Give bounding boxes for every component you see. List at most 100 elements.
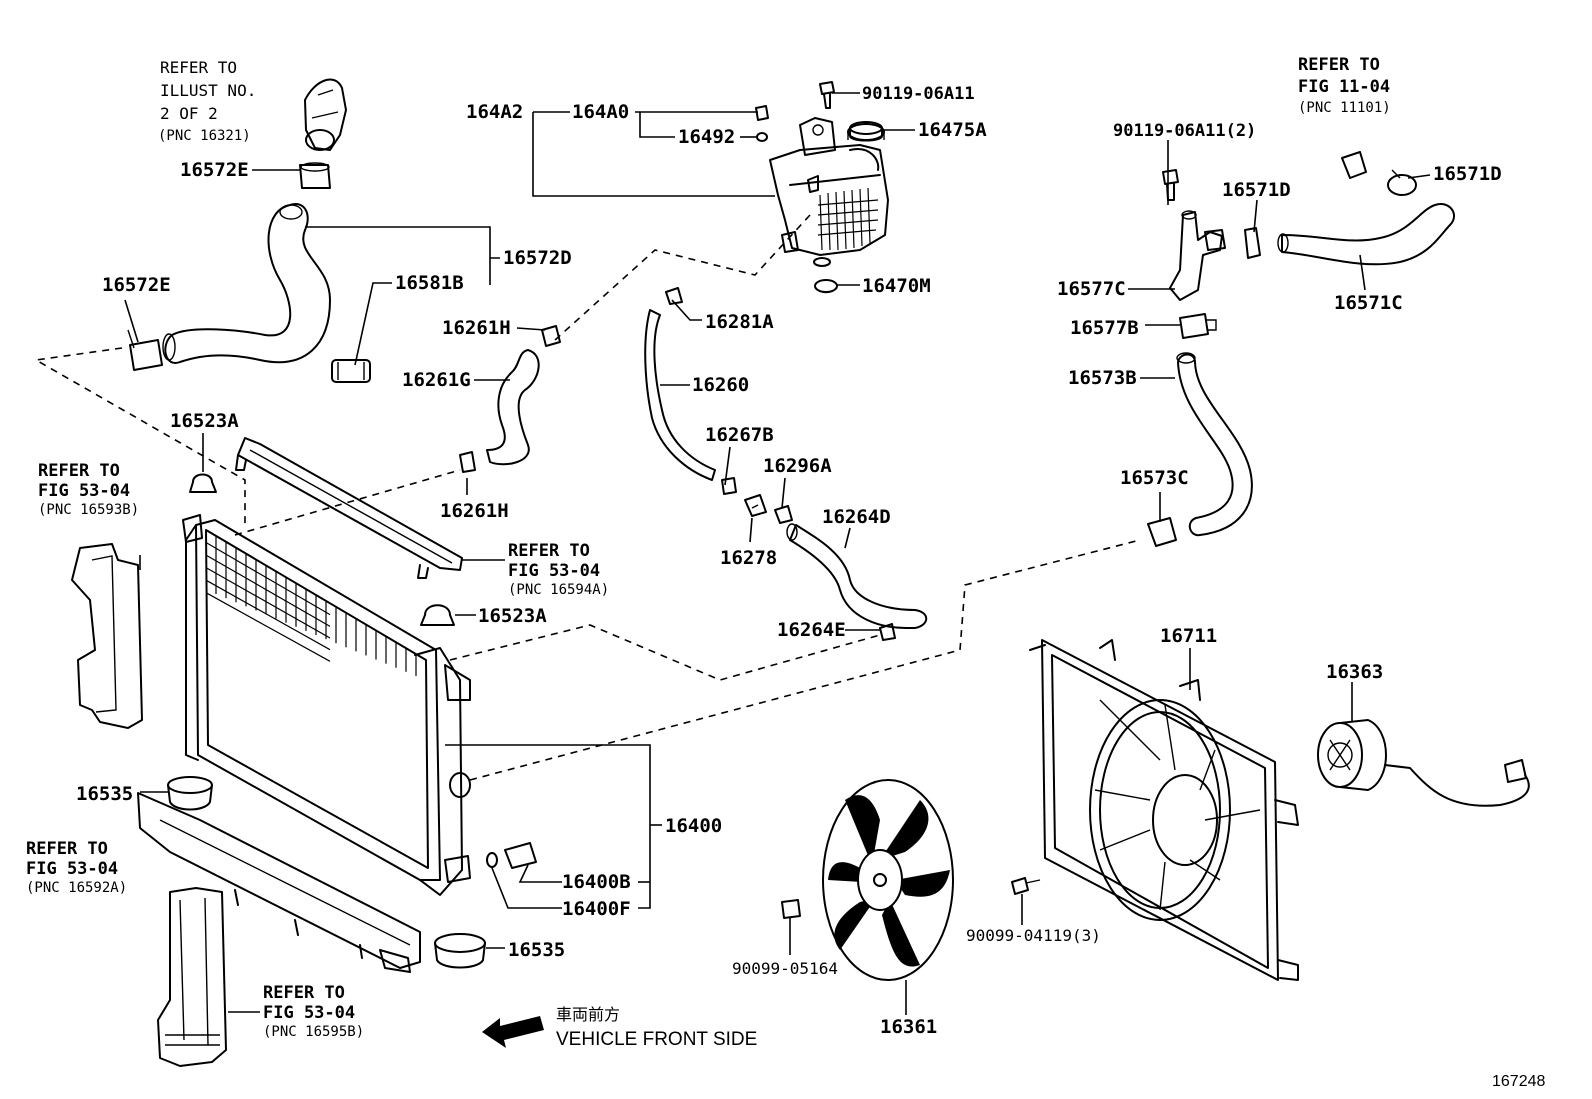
label-90099-05164: 90099-05164 bbox=[732, 959, 838, 978]
clamp-16571D-right bbox=[1387, 169, 1417, 196]
label-164A0: 164A0 bbox=[572, 101, 629, 123]
bypass-hose-16264D bbox=[774, 505, 928, 641]
label-16361: 16361 bbox=[880, 1016, 937, 1038]
radiator-fin bbox=[205, 567, 331, 639]
label-16573C: 16573C bbox=[1120, 467, 1189, 489]
hose-clamp-16572E bbox=[127, 329, 163, 371]
label-16470M: 16470M bbox=[862, 275, 931, 297]
side-deflector-16595B bbox=[157, 887, 227, 1067]
label-16261G: 16261G bbox=[402, 369, 471, 391]
svg-text:(PNC 16321): (PNC 16321) bbox=[158, 128, 251, 144]
svg-text:REFER TO: REFER TO bbox=[508, 541, 590, 561]
cushion-16470M bbox=[814, 279, 838, 294]
label-16571C: 16571C bbox=[1334, 292, 1403, 314]
dashed-reference-lines bbox=[33, 214, 1141, 781]
cushion-16535-left bbox=[167, 776, 213, 811]
clamp-16573C bbox=[1147, 517, 1177, 547]
label-16400B: 16400B bbox=[562, 871, 631, 893]
nut-90099-05164 bbox=[781, 899, 801, 919]
reservoir-cap bbox=[849, 121, 883, 142]
clamp-16571D-left bbox=[1244, 227, 1261, 259]
svg-text:REFER TO: REFER TO bbox=[26, 839, 108, 859]
hose-clamp-16581B bbox=[331, 359, 371, 383]
reference-fig-53-04-16594A: REFER TO FIG 53-04 (PNC 16594A) bbox=[508, 541, 609, 598]
svg-text:ILLUST NO.: ILLUST NO. bbox=[160, 81, 256, 100]
label-16278: 16278 bbox=[720, 547, 777, 569]
hose-16573B bbox=[1176, 352, 1253, 537]
radiator-fin bbox=[205, 542, 331, 616]
label-16535-bottom: 16535 bbox=[508, 939, 565, 961]
svg-text:(PNC 16592A): (PNC 16592A) bbox=[26, 880, 127, 896]
label-16573B: 16573B bbox=[1068, 367, 1137, 389]
svg-text:FIG 53-04: FIG 53-04 bbox=[26, 859, 118, 879]
label-16523A-top: 16523A bbox=[170, 410, 239, 432]
figure-id: 167248 bbox=[1492, 1073, 1545, 1090]
svg-text:FIG 53-04: FIG 53-04 bbox=[38, 481, 130, 501]
cushion-16535-bottom bbox=[434, 933, 486, 969]
label-16572E-left: 16572E bbox=[102, 274, 171, 296]
label-16267B: 16267B bbox=[705, 424, 774, 446]
drain-cock bbox=[486, 842, 537, 869]
upper-radiator-hose bbox=[162, 203, 331, 364]
svg-text:(PNC 11101): (PNC 11101) bbox=[1298, 100, 1391, 116]
vehicle-front-direction: 車両前方 VEHICLE FRONT SIDE bbox=[482, 1006, 757, 1050]
reference-fig-53-04-16595B: REFER TO FIG 53-04 (PNC 16595B) bbox=[263, 983, 364, 1040]
label-90119-06A11-2: 90119-06A11(2) bbox=[1113, 121, 1256, 141]
lower-radiator-support bbox=[137, 792, 421, 973]
fan-motor-16363 bbox=[1317, 719, 1530, 807]
cooling-fan-16361 bbox=[822, 779, 954, 981]
label-90119-06A11: 90119-06A11 bbox=[862, 84, 975, 104]
label-16363: 16363 bbox=[1326, 661, 1383, 683]
drain-plug-parts bbox=[755, 105, 769, 142]
bolt-90099-04119 bbox=[1011, 877, 1041, 895]
svg-text:FIG 53-04: FIG 53-04 bbox=[263, 1003, 355, 1023]
svg-text:2 OF 2: 2 OF 2 bbox=[160, 104, 218, 123]
label-16281A: 16281A bbox=[705, 311, 774, 333]
fan-shroud-16711 bbox=[1029, 639, 1299, 981]
svg-text:REFER TO: REFER TO bbox=[263, 983, 345, 1003]
svg-text:REFER TO: REFER TO bbox=[160, 58, 237, 77]
label-16577B: 16577B bbox=[1070, 317, 1139, 339]
label-16261H-top: 16261H bbox=[442, 317, 511, 339]
svg-text:(PNC 16593B): (PNC 16593B) bbox=[38, 502, 139, 518]
label-16523A-mid: 16523A bbox=[478, 605, 547, 627]
label-16571D-left: 16571D bbox=[1222, 179, 1291, 201]
label-16261H-bottom: 16261H bbox=[440, 500, 509, 522]
label-16400F: 16400F bbox=[562, 898, 631, 920]
cushion-16523A-top bbox=[189, 473, 217, 493]
label-16572D: 16572D bbox=[503, 247, 572, 269]
label-16400: 16400 bbox=[665, 815, 722, 837]
valve-16278 bbox=[744, 494, 767, 517]
label-16296A: 16296A bbox=[763, 455, 832, 477]
small-hose-16261G bbox=[459, 325, 561, 473]
coolant-reservoir-tank bbox=[769, 117, 889, 267]
clamp-16577B bbox=[1179, 313, 1217, 339]
svg-text:FIG 53-04: FIG 53-04 bbox=[508, 561, 600, 581]
leader-lines bbox=[124, 92, 1431, 1015]
svg-text:REFER TO: REFER TO bbox=[1298, 55, 1380, 75]
radiator-16400 bbox=[182, 514, 471, 896]
cushion-16523A-mid bbox=[420, 604, 455, 626]
part-labels: 164A2 164A0 16492 90119-06A11 16475A 164… bbox=[76, 84, 1502, 1038]
reservoir-hose-16260 bbox=[644, 287, 737, 495]
filler-neck-part bbox=[299, 78, 347, 189]
direction-label-jp: 車両前方 bbox=[556, 1006, 620, 1024]
label-90099-04119-3: 90099-04119(3) bbox=[966, 926, 1101, 945]
label-16264D: 16264D bbox=[822, 506, 891, 528]
label-16475A: 16475A bbox=[918, 119, 987, 141]
svg-text:FIG 11-04: FIG 11-04 bbox=[1298, 77, 1390, 97]
reference-fig-53-04-16593B: REFER TO FIG 53-04 (PNC 16593B) bbox=[38, 461, 139, 518]
label-16577C: 16577C bbox=[1057, 278, 1126, 300]
svg-text:(PNC 16594A): (PNC 16594A) bbox=[508, 582, 609, 598]
reference-illust-2of2: REFER TO ILLUST NO. 2 OF 2 (PNC 16321) bbox=[158, 58, 256, 144]
bolt-90119-06A11 bbox=[819, 81, 835, 109]
label-16581B: 16581B bbox=[395, 272, 464, 294]
label-16711: 16711 bbox=[1160, 625, 1217, 647]
label-16260: 16260 bbox=[692, 374, 749, 396]
arrow-left-icon bbox=[482, 1016, 544, 1048]
hose-16571C bbox=[1277, 203, 1455, 266]
label-164A2: 164A2 bbox=[466, 101, 523, 123]
pipe-11101 bbox=[1341, 151, 1367, 179]
direction-label-en: VEHICLE FRONT SIDE bbox=[556, 1029, 757, 1050]
